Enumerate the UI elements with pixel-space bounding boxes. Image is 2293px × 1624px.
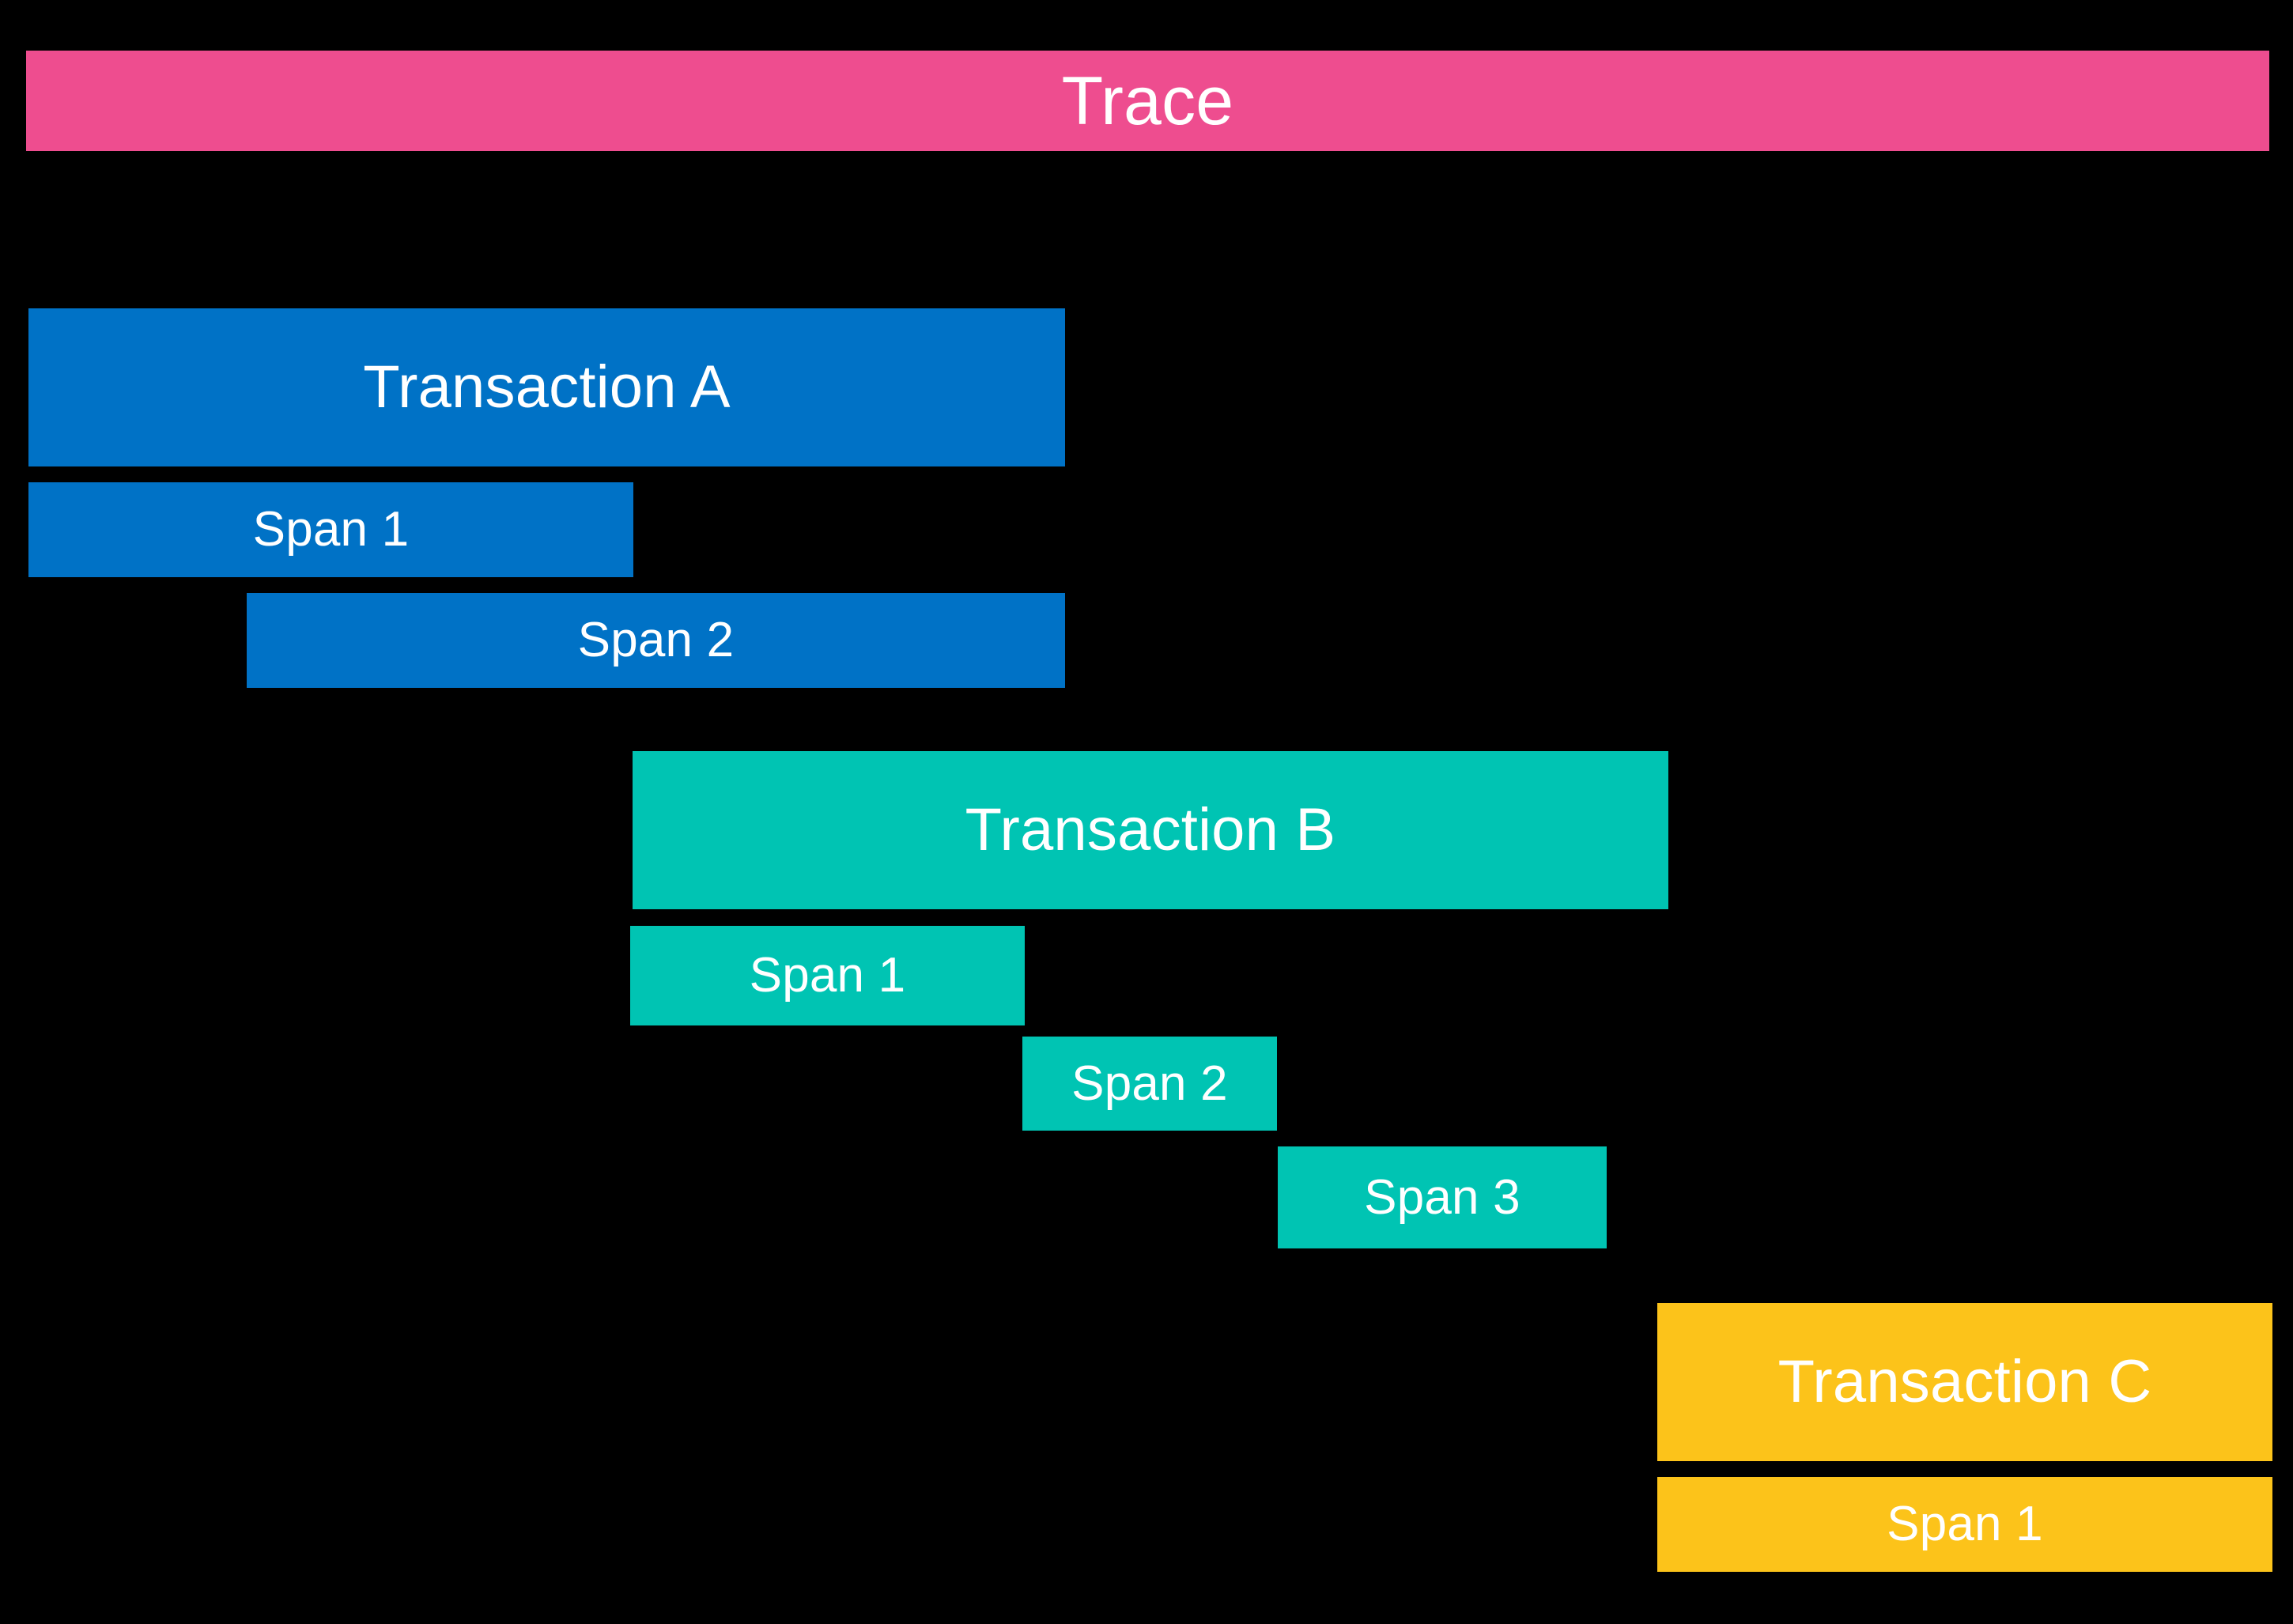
bar-label-transaction-b: Transaction B [965,796,1336,863]
bar-label-transaction-c: Transaction C [1777,1348,2152,1415]
bar-transaction-a-span-1[interactable]: Span 1 [28,482,633,577]
bar-transaction-c[interactable]: Transaction C [1657,1303,2272,1461]
bar-transaction-b-span-3[interactable]: Span 3 [1278,1146,1607,1248]
bar-label-transaction-c-span-1: Span 1 [1887,1497,2043,1551]
bar-transaction-b-span-1[interactable]: Span 1 [630,926,1025,1025]
bar-transaction-a[interactable]: Transaction A [28,308,1065,466]
bar-transaction-b[interactable]: Transaction B [633,751,1668,909]
bar-label-transaction-b-span-1: Span 1 [749,948,906,1003]
bar-label-transaction-b-span-2: Span 2 [1071,1056,1228,1111]
bar-trace[interactable]: Trace [26,51,2269,151]
bar-label-transaction-a-span-2: Span 2 [577,613,735,667]
bar-label-transaction-b-span-3: Span 3 [1364,1169,1520,1225]
bar-transaction-b-span-2[interactable]: Span 2 [1022,1037,1277,1131]
bar-label-trace: Trace [1061,62,1234,139]
bar-label-transaction-a: Transaction A [363,353,731,421]
bar-transaction-a-span-2[interactable]: Span 2 [247,593,1065,688]
bar-transaction-c-span-1[interactable]: Span 1 [1657,1477,2272,1572]
bar-label-transaction-a-span-1: Span 1 [252,502,410,557]
